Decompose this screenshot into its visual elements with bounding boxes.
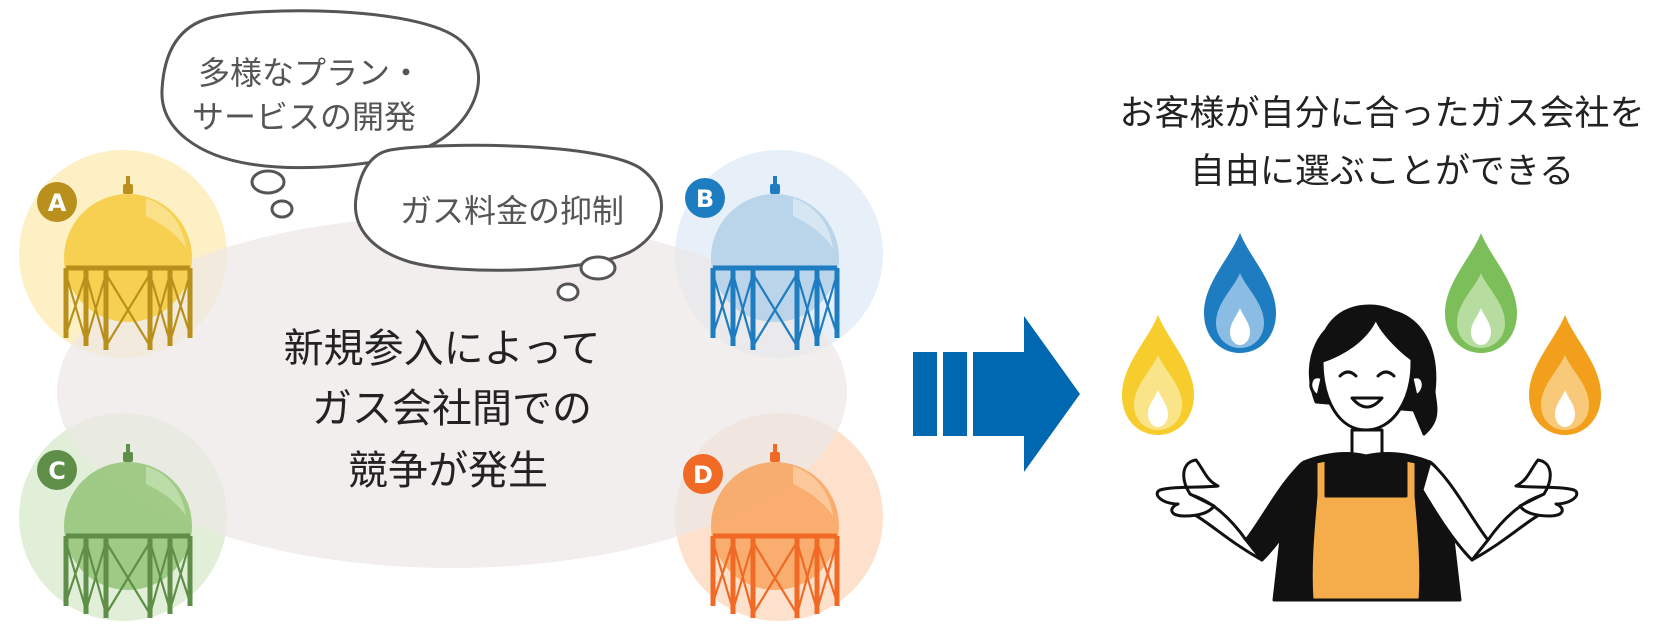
result-text-line2: 自由に選ぶことができる: [1190, 152, 1574, 192]
gas-tank-c-icon: [63, 444, 193, 618]
bubble-plans-line1: 多様なプラン・: [198, 54, 422, 92]
orange-flame-icon: [1529, 315, 1601, 435]
blue-flame-icon: [1204, 233, 1276, 353]
result-text-line1: お客様が自分に合ったガス会社を: [1119, 94, 1644, 134]
company-a-letter: A: [48, 189, 67, 217]
central-text-line1: 新規参入によって: [284, 326, 601, 372]
company-c-badge: C: [37, 450, 77, 490]
green-flame-icon: [1445, 233, 1517, 353]
company-c-letter: C: [48, 457, 66, 485]
central-text-line3: 競争が発生: [348, 448, 548, 494]
competition-ellipse: [57, 216, 847, 568]
company-b-badge: B: [685, 178, 725, 218]
central-text-line2: ガス会社間での: [312, 386, 592, 432]
gas-tank-d-icon: [710, 444, 840, 618]
bubble-plans-line2: サービスの開発: [192, 98, 416, 136]
customer-woman-icon: [1155, 304, 1579, 602]
company-a-badge: A: [37, 182, 77, 222]
thought-bubble-plans: 多様なプラン・ サービスの開発: [160, 9, 480, 219]
right-arrow-icon: [913, 316, 1080, 472]
yellow-flame-icon: [1122, 315, 1194, 435]
bubble-price-text: ガス料金の抑制: [400, 192, 624, 230]
company-d-badge: D: [683, 454, 723, 494]
company-b-letter: B: [696, 185, 714, 213]
gas-tank-a-icon: [63, 176, 193, 350]
thought-bubble-price: ガス料金の抑制: [353, 143, 663, 302]
gas-tank-b-icon: [710, 176, 840, 350]
company-d-letter: D: [693, 461, 713, 489]
